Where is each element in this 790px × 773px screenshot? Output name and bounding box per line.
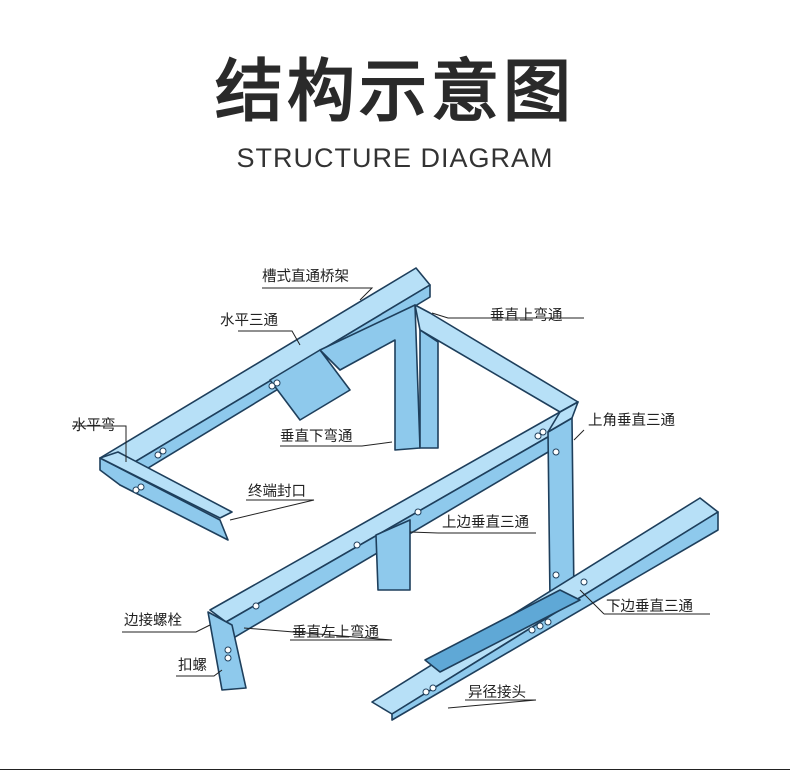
upper-side-tee-drop (375, 519, 411, 591)
lower-tray-side (391, 511, 719, 721)
label-horizontal-bend: 水平弯 (72, 418, 116, 434)
corner-tee-post (547, 417, 575, 601)
horizontal-tee-branch (269, 349, 351, 421)
horizontal-bend-arm (99, 457, 229, 541)
diagram-subtitle: STRUCTURE DIAGRAM (236, 143, 554, 173)
label-upper-side-vertical-tee: 上边垂直三通 (442, 515, 529, 531)
diagram-title: 结构示意图 (214, 53, 575, 132)
corner-tee-cap (547, 401, 579, 433)
label-horizontal-tee: 水平三通 (220, 313, 278, 329)
label-side-bolt: 边接螺栓 (124, 613, 182, 629)
label-straight-tray: 槽式直通桥架 (262, 269, 349, 285)
label-button-screw: 扣螺 (178, 658, 207, 674)
label-vertical-down-bend: 垂直下弯通 (280, 429, 353, 445)
reducer-joint (424, 589, 581, 673)
vertical-up-bend-post (419, 329, 439, 449)
straight-tray-top (99, 267, 431, 473)
end-cap-top (99, 451, 233, 519)
bottom-divider (0, 769, 790, 770)
label-reducer: 异径接头 (468, 685, 526, 701)
label-upper-corner-vertical-tee: 上角垂直三通 (588, 413, 675, 429)
label-vertical-left-up-bend: 垂直左上弯通 (292, 625, 379, 641)
label-end-cap: 终端封口 (248, 484, 306, 500)
label-vertical-up-bend: 垂直上弯通 (490, 308, 563, 324)
label-lower-side-vertical-tee: 下边垂直三通 (606, 599, 693, 615)
